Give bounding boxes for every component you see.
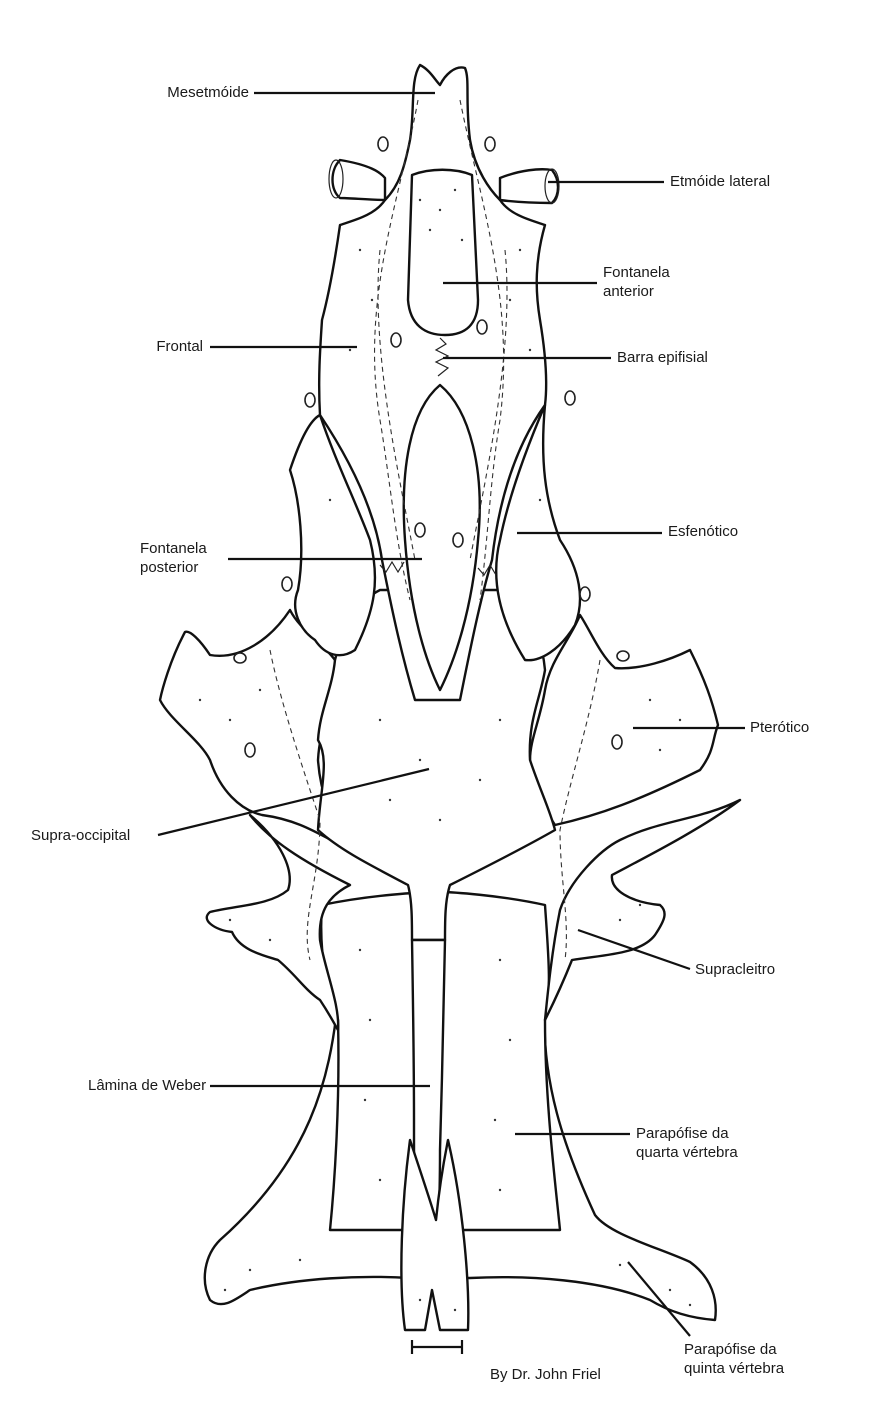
label-supracleitro: Supracleitro (695, 960, 775, 979)
lateral-ethmoid-right (500, 169, 558, 203)
scale-bar (412, 1340, 462, 1354)
label-pterotico: Pterótico (750, 718, 809, 737)
label-frontal: Frontal (156, 337, 203, 356)
supracleithrum-right (545, 800, 740, 1020)
anterior-fontanel (408, 170, 478, 335)
label-mesetmoide: Mesetmóide (167, 83, 249, 102)
label-fontanela-anterior: Fontanela anterior (603, 263, 670, 301)
label-esfenotico: Esfenótico (668, 522, 738, 541)
label-supra-occipital: Supra-occipital (31, 826, 130, 845)
credit-text: By Dr. John Friel (490, 1365, 601, 1384)
label-parapofise-quarta: Parapófise da quarta vértebra (636, 1124, 738, 1162)
label-etmoide-lateral: Etmóide lateral (670, 172, 770, 191)
label-barra-epifisial: Barra epifisial (617, 348, 708, 367)
label-lamina-de-weber: Lâmina de Weber (88, 1076, 206, 1095)
label-parapofise-quinta: Parapófise da quinta vértebra (684, 1340, 784, 1378)
label-fontanela-posterior: Fontanela posterior (140, 539, 207, 577)
